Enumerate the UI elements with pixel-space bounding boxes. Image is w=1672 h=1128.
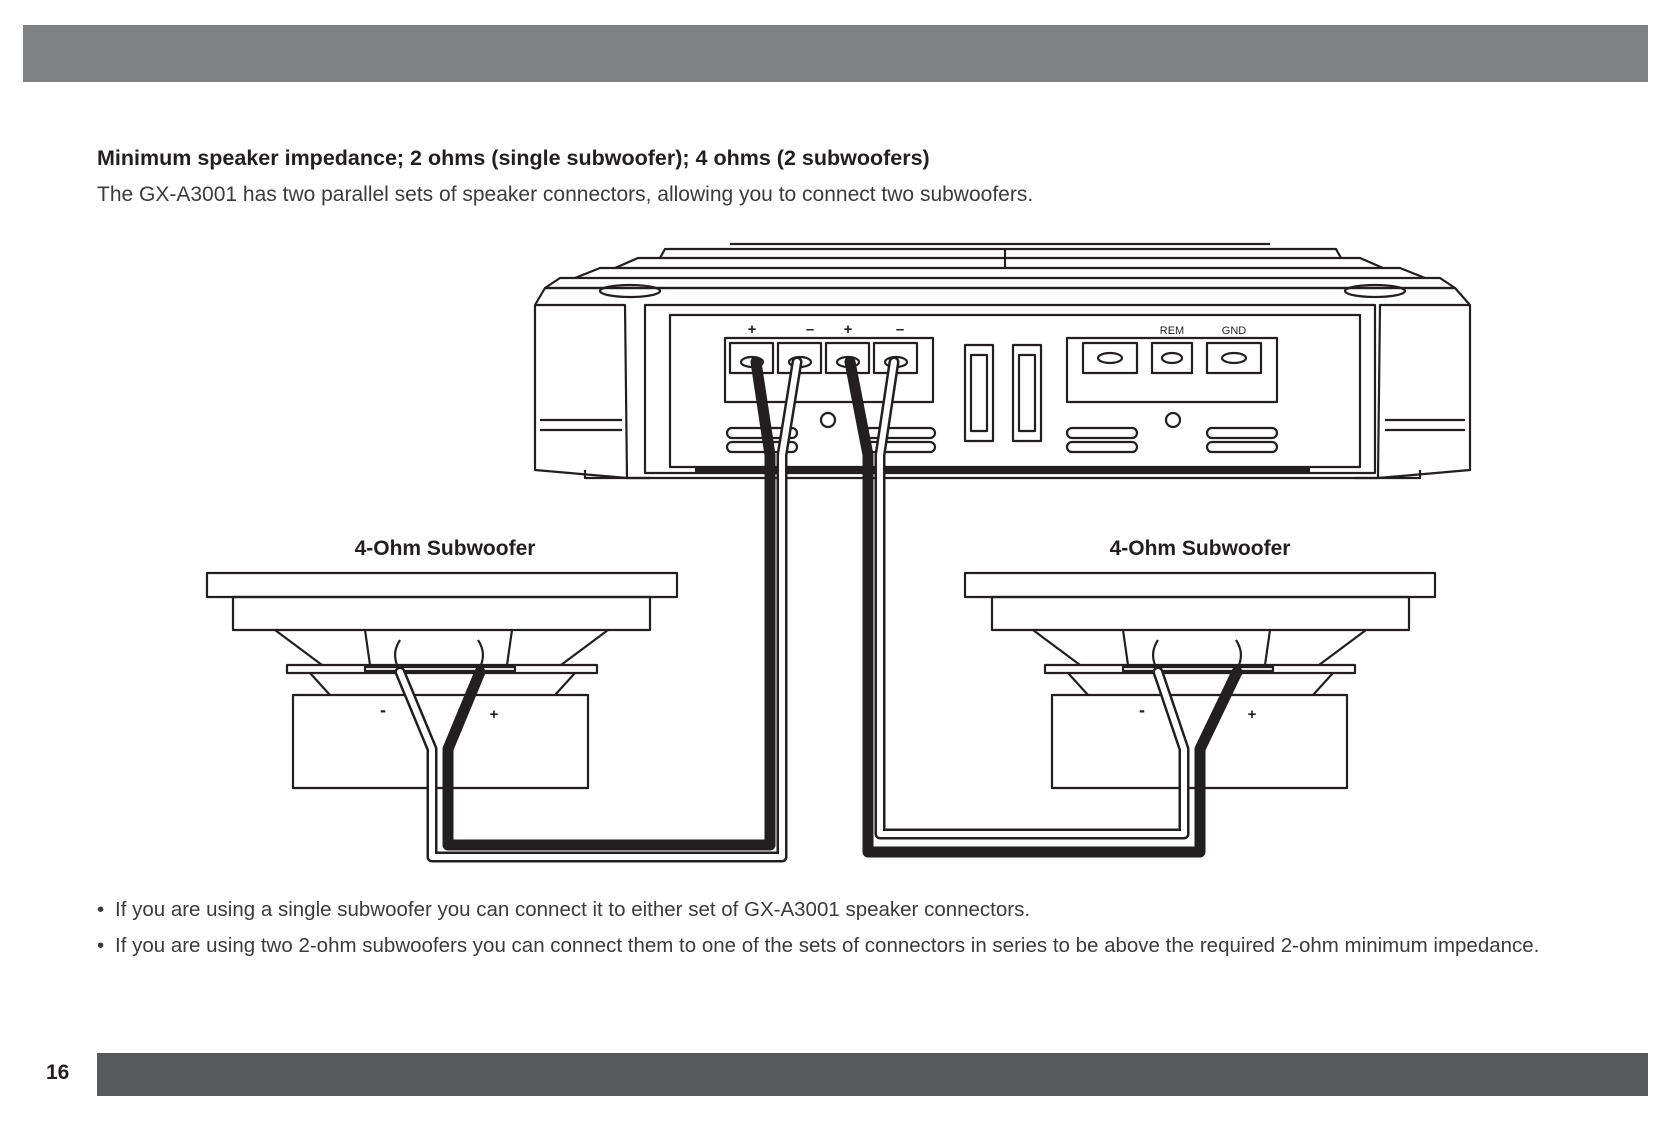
speaker-wires	[394, 356, 1243, 863]
bullet-item: If you are using two 2-ohm subwoofers yo…	[97, 933, 1597, 958]
section-heading: Minimum speaker impedance; 2 ohms (singl…	[97, 146, 930, 170]
intro-text: The GX-A3001 has two parallel sets of sp…	[97, 183, 1034, 206]
gnd-label: GND	[1222, 325, 1247, 337]
subwoofer-left-minus: -	[380, 700, 386, 720]
subwoofer-right-label: 4-Ohm Subwoofer	[1110, 537, 1291, 560]
rem-label: REM	[1160, 325, 1184, 337]
header-bar	[23, 25, 1648, 82]
terminal-label: –	[806, 321, 814, 338]
bullet-list: If you are using a single subwoofer you …	[97, 897, 1597, 969]
footer-bar	[97, 1053, 1648, 1096]
amplifier	[533, 242, 1472, 480]
subwoofer-left-plus: +	[490, 706, 499, 723]
subwoofer-right-plus: +	[1248, 706, 1257, 723]
page-number: 16	[46, 1061, 70, 1084]
subwoofer-left-label: 4-Ohm Subwoofer	[355, 537, 536, 560]
subwoofer-right-minus: -	[1139, 700, 1145, 720]
terminal-label: +	[844, 321, 853, 338]
terminal-label: +	[748, 321, 757, 338]
subwoofer-left	[205, 571, 679, 790]
terminal-label: –	[896, 321, 904, 338]
bullet-item: If you are using a single subwoofer you …	[97, 897, 1597, 922]
